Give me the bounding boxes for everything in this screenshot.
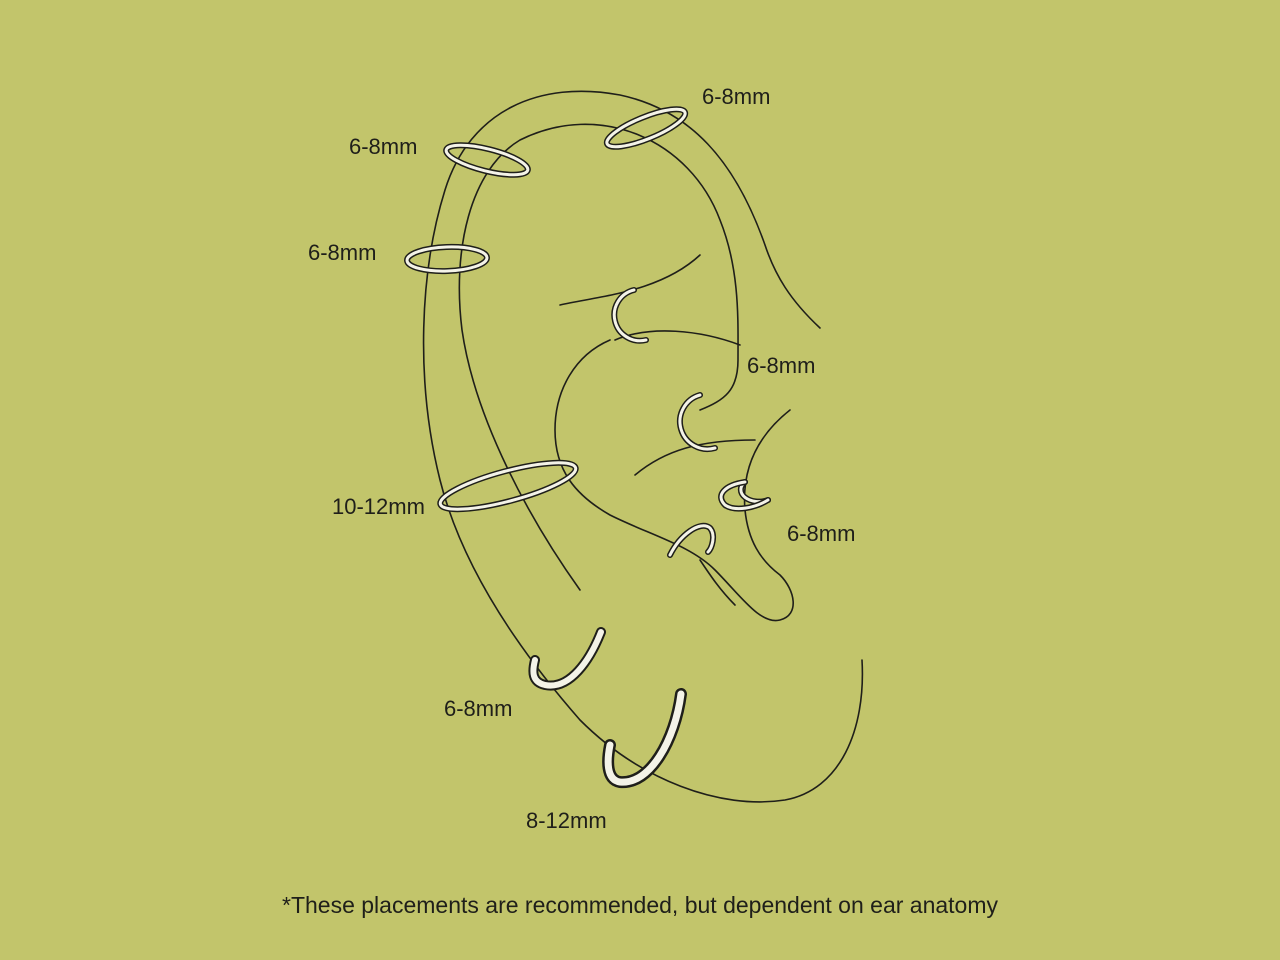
ear-inner-rim	[458, 123, 739, 591]
ring-helix-mid	[404, 243, 490, 275]
label-conch: 10-12mm	[332, 494, 425, 519]
ring-lobe-lower	[602, 688, 687, 789]
ear-antitragus	[699, 559, 736, 606]
ear-concha	[554, 339, 794, 622]
ear-outline	[422, 90, 864, 803]
ring-antitragus	[667, 523, 717, 558]
label-forward-helix: 6-8mm	[702, 84, 770, 109]
footnote: *These placements are recommended, but d…	[282, 892, 998, 918]
ear-helix-crus	[634, 439, 756, 476]
ring-tragus	[718, 479, 771, 512]
ear-antihelix-lower	[559, 254, 701, 306]
ring-daith	[611, 287, 649, 344]
ring-rook	[676, 392, 718, 453]
ear-outer-helix	[422, 90, 864, 803]
ring-lobe-upper	[528, 627, 606, 691]
label-lobe-upper: 6-8mm	[444, 696, 512, 721]
ring-conch	[437, 459, 579, 513]
label-tragus: 6-8mm	[787, 521, 855, 546]
label-helix-upper: 6-8mm	[349, 134, 417, 159]
label-helix-mid: 6-8mm	[308, 240, 376, 265]
label-rook: 6-8mm	[747, 353, 815, 378]
ring-helix-upper	[443, 142, 531, 178]
label-lobe-lower: 8-12mm	[526, 808, 607, 833]
ring-forward-helix	[603, 106, 689, 150]
